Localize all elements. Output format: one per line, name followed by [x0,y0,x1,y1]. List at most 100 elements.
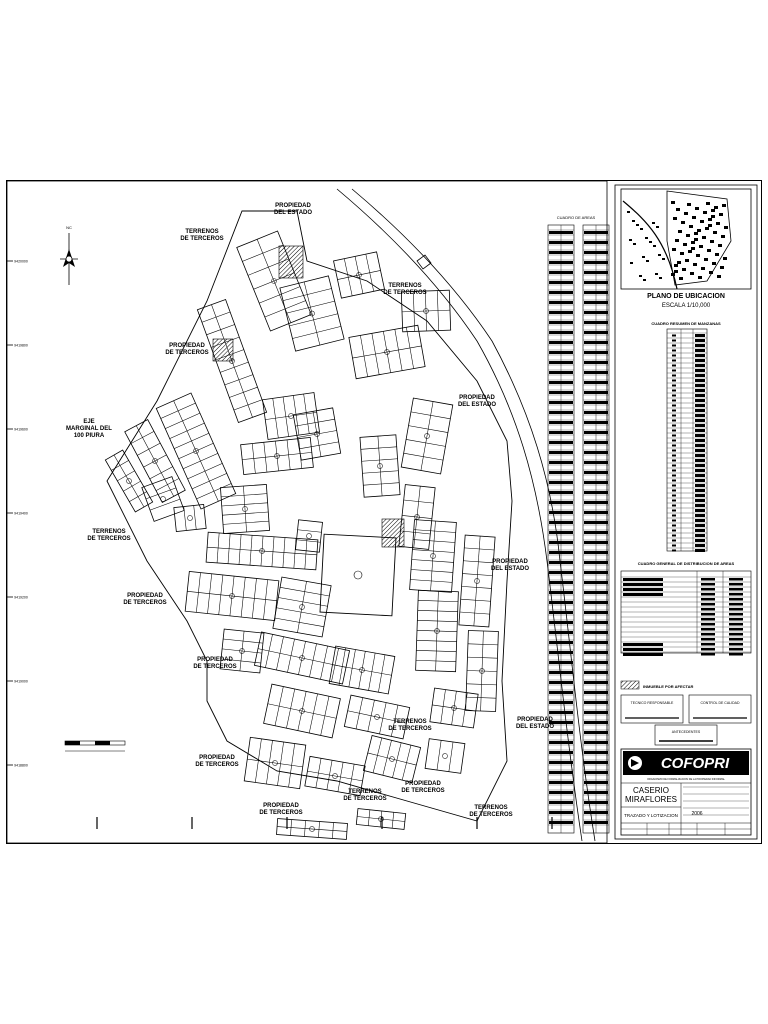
logo-banner [623,751,749,775]
cadastral-map: 9420000941980094196009419400941920094190… [6,180,758,844]
block-marker-icon [434,628,440,634]
city-blocks [104,230,499,840]
block [240,436,314,476]
north-label: NC [66,225,72,230]
block [243,736,307,790]
block-marker-icon [479,668,485,674]
block-marker-icon [430,553,436,559]
block-marker-icon [374,714,380,720]
block [328,645,396,695]
coordinate-tick-label: 9419400 [14,512,28,516]
block-marker-icon [193,448,199,454]
title-block: COFOPRI ORGANISMO DE FORMALIZACION DE LA… [620,748,752,836]
block [400,397,454,475]
block-marker-icon [299,655,305,661]
hatched-parcel [212,338,234,362]
block-marker-icon [272,760,278,766]
coordinate-tick-label: 9418800 [14,764,28,768]
block-marker-icon [384,349,390,355]
hatch-legend: INMUEBLE POR AFECTAR [620,680,694,690]
block-marker-icon [259,548,265,554]
block [141,476,185,522]
block [362,735,422,783]
hatched-parcel [278,245,304,279]
svg-text:ESCALA 1/10,000: ESCALA 1/10,000 [662,303,711,309]
block-marker-icon [187,515,193,521]
block-marker-icon [152,458,158,464]
block [333,251,385,299]
block-marker-icon [274,453,280,459]
svg-text:PLANO DE UBICACION: PLANO DE UBICACION [647,293,725,300]
block [292,407,342,461]
block [263,683,341,739]
svg-text:2006: 2006 [691,811,702,817]
plaza-marker-icon [353,570,363,580]
block-marker-icon [309,310,315,317]
north-arrow-icon: NC [60,225,78,285]
block [343,694,411,740]
coordinate-tick-label: 9419800 [14,344,28,348]
logo-text: COFOPRI [661,755,730,772]
block [253,631,351,685]
side-panel-frame [614,184,758,840]
block-marker-icon [271,278,277,284]
block [262,392,320,440]
svg-text:ORGANISMO DE FORMALIZACION DE: ORGANISMO DE FORMALIZACION DE LA PROPIED… [647,778,725,781]
block-marker-icon [378,816,384,822]
hatched-parcel [381,518,405,548]
block-marker-icon [389,756,395,762]
block-marker-icon [126,478,132,484]
block [355,808,407,830]
svg-text:ANTECEDENTES: ANTECEDENTES [672,730,701,734]
block-marker-icon [359,667,365,673]
block [458,534,496,628]
svg-text:TRAZADO Y LOTIZACION: TRAZADO Y LOTIZACION [624,813,678,818]
block [398,484,436,550]
block [276,818,348,840]
block [424,738,466,774]
block-marker-icon [160,496,166,502]
svg-text:TECNICO RESPONSABLE: TECNICO RESPONSABLE [631,701,674,705]
block [124,419,186,503]
block [415,589,459,673]
svg-text:CUADRO GENERAL DE DISTRIBUCION: CUADRO GENERAL DE DISTRIBUCION DE AREAS [638,561,735,566]
general-distribution-table: CUADRO GENERAL DE DISTRIBUCION DE AREAS [620,561,752,656]
central-plaza [319,533,397,617]
summary-table: CUADRO RESUMEN DE MANZANAS [651,321,721,552]
block-marker-icon [451,705,457,711]
block-marker-icon [474,578,480,584]
block-marker-icon [442,753,448,759]
block [220,484,270,534]
location-map: PLANO DE UBICACION ESCALA 1/10,000 [620,188,752,309]
block-marker-icon [239,648,245,654]
block-marker-icon [299,708,305,714]
block [295,519,323,553]
block [304,755,366,797]
coordinate-tick-label: 9419200 [14,596,28,600]
svg-text:MIRAFLORES: MIRAFLORES [625,795,677,804]
block [465,630,499,712]
coordinate-tick-label: 9419000 [14,680,28,684]
scale-bar [64,740,126,752]
block [359,434,401,498]
block-marker-icon [377,463,383,469]
block-marker-icon [423,308,429,314]
block-marker-icon [299,604,305,610]
block-marker-icon [424,433,430,439]
